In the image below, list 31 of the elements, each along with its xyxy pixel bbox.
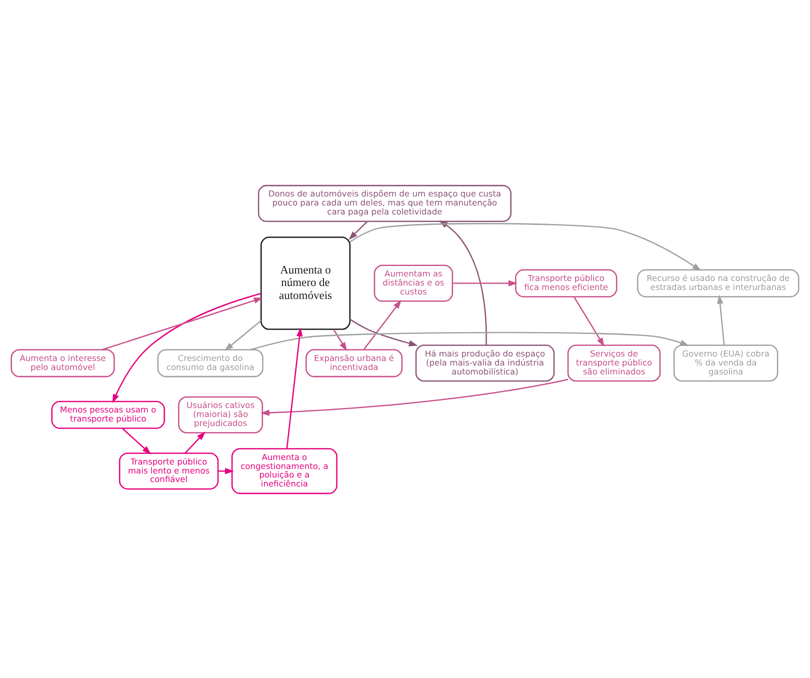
arrow bbox=[573, 296, 604, 346]
arrow bbox=[184, 430, 206, 454]
node-box: Transporte público mais lento e menos confiável bbox=[118, 452, 219, 490]
node-box: Governo (EUA) cobra % da venda da gasolina bbox=[673, 344, 778, 382]
node-box: Aumenta o congestionamento, a poluição e a ineficiência bbox=[231, 448, 338, 494]
arrow bbox=[112, 292, 262, 403]
arrow bbox=[452, 280, 518, 286]
node-box: Aumenta o interesse pelo automóvel bbox=[10, 348, 115, 377]
arrow bbox=[363, 299, 402, 350]
arrow bbox=[350, 222, 702, 270]
arrow bbox=[716, 294, 725, 345]
node-box: Aumenta o número de automóveis bbox=[260, 236, 351, 330]
arrow bbox=[224, 320, 262, 350]
node-box: Serviços de transporte público são eliminados bbox=[567, 344, 661, 382]
arrow bbox=[102, 297, 263, 350]
node-box: Usuários cativos (maioria) são prejudicados bbox=[178, 396, 264, 433]
arrow bbox=[250, 331, 690, 350]
node-box: Aumentam as distâncias e os custos bbox=[374, 264, 454, 302]
arrow bbox=[350, 318, 418, 346]
node-box: Expansão urbana é incentivada bbox=[306, 348, 403, 377]
arrow bbox=[286, 326, 303, 448]
node-box: Recurso é usado na construção de estradas urbanas e interurbanas bbox=[637, 268, 800, 297]
node-box: Crescimento do consumo da gasolina bbox=[157, 348, 264, 377]
arrow bbox=[348, 220, 368, 240]
arrow bbox=[260, 378, 568, 416]
node-box: Menos pessoas usam o transporte público bbox=[51, 400, 165, 428]
node-box: Transporte público fica menos eficiente bbox=[515, 268, 618, 297]
arrow bbox=[333, 328, 348, 351]
node-box: Há mais produção do espaço (pela mais-valia da indústria automobilística) bbox=[415, 344, 555, 382]
node-box: Donos de automóveis dispõem de um espaço que custa pouco para cada um deles, mas que tem manutenção cara paga pela coletividade bbox=[258, 184, 512, 222]
arrow bbox=[122, 428, 152, 454]
